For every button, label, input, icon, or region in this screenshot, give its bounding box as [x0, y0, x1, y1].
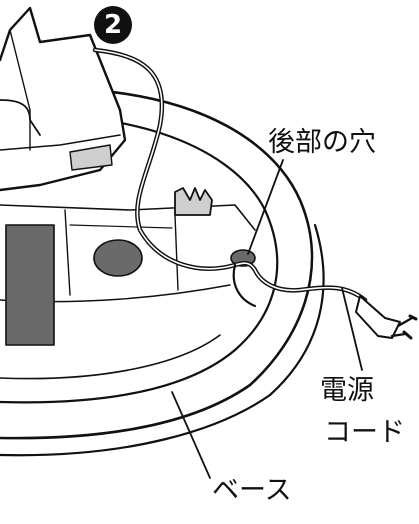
base-outer-rim: [0, 88, 314, 440]
base-floor-edge: [0, 334, 221, 380]
power-cord-label-line1: 電源: [320, 375, 374, 406]
fan-body-highlight: [9, 29, 31, 151]
inner-divider-1: [64, 209, 71, 296]
fan-body-lower-panel: [0, 134, 121, 151]
rear-hole-label: 後部の穴: [268, 127, 376, 158]
fan-body-vent: [69, 144, 113, 171]
fan-body-stand: [0, 99, 41, 136]
power-cord-label-line2: コード: [324, 417, 405, 448]
fan-body: [0, 6, 127, 192]
leader-power-cord: [341, 287, 363, 371]
power-cord-loop: [232, 263, 257, 308]
inner-step-1: [69, 224, 173, 229]
left-recess: [5, 224, 55, 346]
base-label: ベース: [212, 475, 292, 506]
cord-clip: [174, 187, 213, 216]
base-inner-rim: [0, 115, 279, 404]
leader-rear-hole: [247, 159, 284, 255]
power-cord-inner: [94, 49, 366, 301]
round-recess: [93, 239, 143, 277]
leader-base: [171, 391, 211, 479]
inner-divider-2: [174, 214, 179, 291]
step-number-badge: 2: [94, 6, 132, 44]
power-plug: [355, 295, 418, 340]
